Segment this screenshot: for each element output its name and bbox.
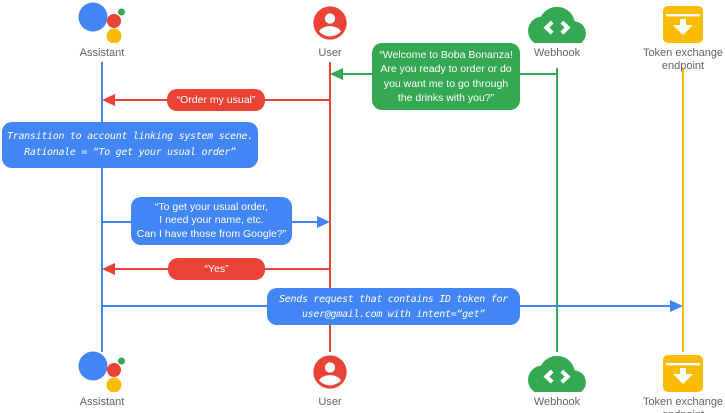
actor-label: Assistant [79,47,125,59]
actor-assistant-bottom: Assistant [59,350,145,409]
actor-token-bottom: Token exchange endpoint [640,350,725,413]
actor-user-top: User [287,1,373,60]
yes-arrowhead-icon [102,263,115,275]
actor-label: Token exchange endpoint [642,47,724,72]
actor-label: Webhook [533,396,581,408]
actor-label: Assistant [79,396,125,408]
ask-arrowhead-icon [317,216,330,228]
actor-assistant-top: Assistant [59,1,145,60]
actor-token-top: Token exchange endpoint [640,1,725,72]
ask-message-bubble: “To get your usual order, I need your na… [131,197,292,245]
actor-label: User [318,396,342,408]
send-request-bubble: Sends request that contains ID token for… [267,288,520,325]
actor-label: Token exchange endpoint [642,396,724,413]
order-arrowhead-icon [102,94,115,106]
webhook-lifeline [556,68,558,352]
webhook-cloud-icon [528,350,586,392]
google-assistant-icon [78,350,126,392]
transition-note-bubble: Transition to account linking system sce… [2,122,258,168]
user-icon [310,1,350,43]
token-exchange-endpoint-icon [663,350,703,392]
order-message-bubble: “Order my usual” [167,89,265,111]
actor-label: Webhook [533,47,581,59]
user-icon [310,350,350,392]
send-request-arrowhead-icon [670,300,683,312]
user-lifeline [329,62,331,352]
welcome-message-bubble: “Welcome to Boba Bonanza! Are you ready … [372,43,520,110]
actor-webhook-top: Webhook [514,1,600,60]
welcome-arrowhead-icon [330,68,343,80]
assistant-lifeline [101,62,103,352]
actor-label: User [318,47,342,59]
yes-message-bubble: “Yes” [168,258,265,280]
token-endpoint-lifeline [682,68,684,352]
google-assistant-icon [78,1,126,43]
webhook-cloud-icon [528,1,586,43]
actor-webhook-bottom: Webhook [514,350,600,409]
token-exchange-endpoint-icon [663,1,703,43]
actor-user-bottom: User [287,350,373,409]
